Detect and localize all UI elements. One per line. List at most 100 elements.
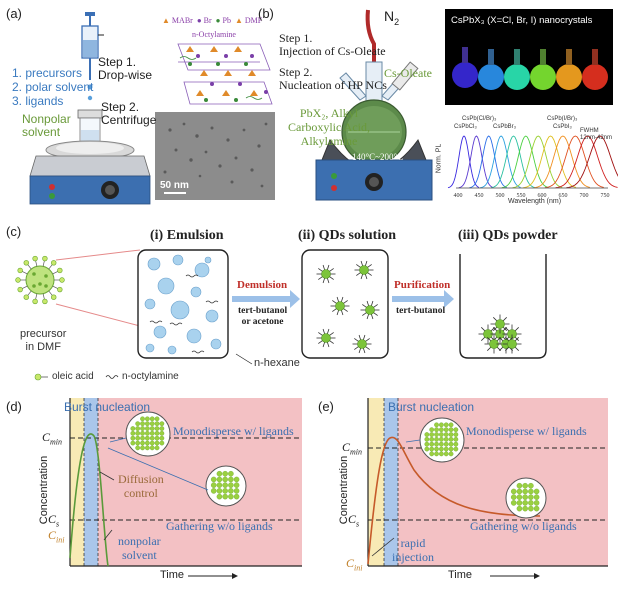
panel-d-label: (d) <box>6 399 22 414</box>
emulsion-droplet <box>190 286 202 298</box>
pl-label-i: CsPbI₃ <box>553 124 572 130</box>
qd-ligand <box>514 326 520 332</box>
nanocrystal-dot <box>448 427 454 433</box>
d-cs-c: C <box>48 512 57 526</box>
nanocrystal-dot <box>154 431 160 436</box>
micelle-core <box>38 282 42 286</box>
qd-ligand <box>318 340 323 344</box>
nanocrystal-dot <box>533 494 540 500</box>
e-rapid-label: rapid injection <box>392 536 434 564</box>
qd-ligand <box>362 304 367 308</box>
precursor-line-1: precursor <box>20 328 67 340</box>
nanocrystal-dot <box>228 482 234 488</box>
demulsion-label: Demulsion <box>237 279 288 291</box>
oleic-acid-legend-icon <box>34 373 48 381</box>
nanocrystal-dot <box>443 441 449 447</box>
qd-particles <box>316 260 380 354</box>
n2-label: N2 <box>384 8 399 27</box>
panel-c-label: (c) <box>6 224 22 239</box>
qd-core <box>321 333 331 343</box>
nanocrystal-dot <box>149 431 155 436</box>
step1-title: Step 1. <box>98 55 137 69</box>
micelle-head <box>57 267 63 274</box>
qd-particle <box>354 260 374 280</box>
tem-scalebar-label: 50 nm <box>160 180 189 191</box>
nanocrystal-dot <box>448 446 454 452</box>
nanocrystal-dot <box>522 500 528 506</box>
legend-pb: Pb <box>222 16 231 25</box>
nanocrystal-dot <box>154 416 160 422</box>
nanocrystal-dot <box>140 435 145 441</box>
nanocrystal-dot <box>140 416 145 422</box>
nhexane-label: n-hexane <box>254 357 300 369</box>
qd-ligand <box>318 276 323 280</box>
nanocrystal-dot <box>210 488 217 494</box>
pl-curve <box>512 135 563 189</box>
nanocrystal-dot <box>149 440 155 446</box>
qd-ligand <box>329 268 334 272</box>
pl-xtick-label: 500 <box>496 193 505 199</box>
temperature-label: 140°C~200°C <box>352 152 404 162</box>
emulsion-droplet <box>145 343 155 353</box>
nanocrystal-dot <box>453 446 459 452</box>
micelle-head <box>42 255 48 262</box>
nanocrystal-dot <box>434 422 439 428</box>
nanocrystal-dot <box>453 427 459 433</box>
reagent-line-3: Alkylamine <box>300 134 358 148</box>
nanocrystal-dot <box>216 476 223 483</box>
nanocrystal-dot <box>222 482 228 488</box>
micelle-head <box>15 277 21 283</box>
qd-ligand <box>514 346 520 352</box>
qd-ligand <box>341 296 344 302</box>
nanocrystal-dot <box>434 446 439 452</box>
pl-xtick-label: 700 <box>580 193 589 199</box>
nanocrystal-dot <box>159 435 165 441</box>
precursor-line-2: in DMF <box>25 341 61 353</box>
gathered-particle-d <box>205 465 247 507</box>
d-ylabel: Concentration <box>38 455 50 525</box>
demulsion-agent-1: tert-butanol <box>238 306 288 316</box>
legend-mabr: MABr <box>171 16 193 25</box>
emulsion-droplet <box>204 256 212 264</box>
panel-b-reactor <box>315 9 433 201</box>
octylamine-squiggle <box>185 274 199 278</box>
nanocrystal-dot <box>429 451 435 457</box>
emulsion-droplet <box>157 277 175 295</box>
qd-ligand <box>327 342 330 348</box>
nanocrystal-dot <box>516 488 523 495</box>
purification-label: Purification <box>394 279 451 291</box>
qd-ligand <box>336 310 339 316</box>
nanocrystal-dot <box>135 431 141 436</box>
micelle-head <box>23 260 29 266</box>
d-gather-label: Gathering w/o ligands <box>166 519 273 533</box>
nanocrystal-dot <box>424 432 430 437</box>
nanocrystal-dot <box>130 440 136 446</box>
qd-ligand <box>356 272 361 276</box>
nanocrystal-dot <box>145 440 150 446</box>
fwhm-range: 12nm-42nm <box>580 135 613 141</box>
qd-particle <box>478 324 498 344</box>
micelle-head <box>17 267 23 274</box>
nanocrystal-dot <box>140 445 145 451</box>
qd-ligand <box>356 264 361 268</box>
qd-ligand <box>480 326 486 332</box>
tem-image <box>155 112 275 200</box>
pl-label-cl: CsPbCl₃ <box>454 124 477 130</box>
stage2-title: (ii) QDs solution <box>298 228 397 243</box>
nanocrystal-dot <box>233 493 240 500</box>
micelle-head <box>51 260 57 266</box>
pl-curve <box>480 135 521 189</box>
qd-core <box>359 265 369 275</box>
panel-c-graphic <box>15 249 547 381</box>
nanocrystal-dot <box>434 437 439 442</box>
nanocrystal-dot <box>510 500 517 506</box>
lattice-legend: ▲ MABr ● Br ● Pb ▲ DMF <box>162 16 263 25</box>
d-burst-label: Burst nucleation <box>64 400 151 414</box>
step2-desc: Centrifuge <box>101 113 157 127</box>
qd-ligand <box>318 332 323 336</box>
nanocrystal-dot <box>424 441 430 447</box>
gathered-particle-e <box>505 477 547 519</box>
emulsion-droplet <box>172 254 184 266</box>
qd-ligand <box>322 264 325 270</box>
pl-curve <box>555 135 618 189</box>
